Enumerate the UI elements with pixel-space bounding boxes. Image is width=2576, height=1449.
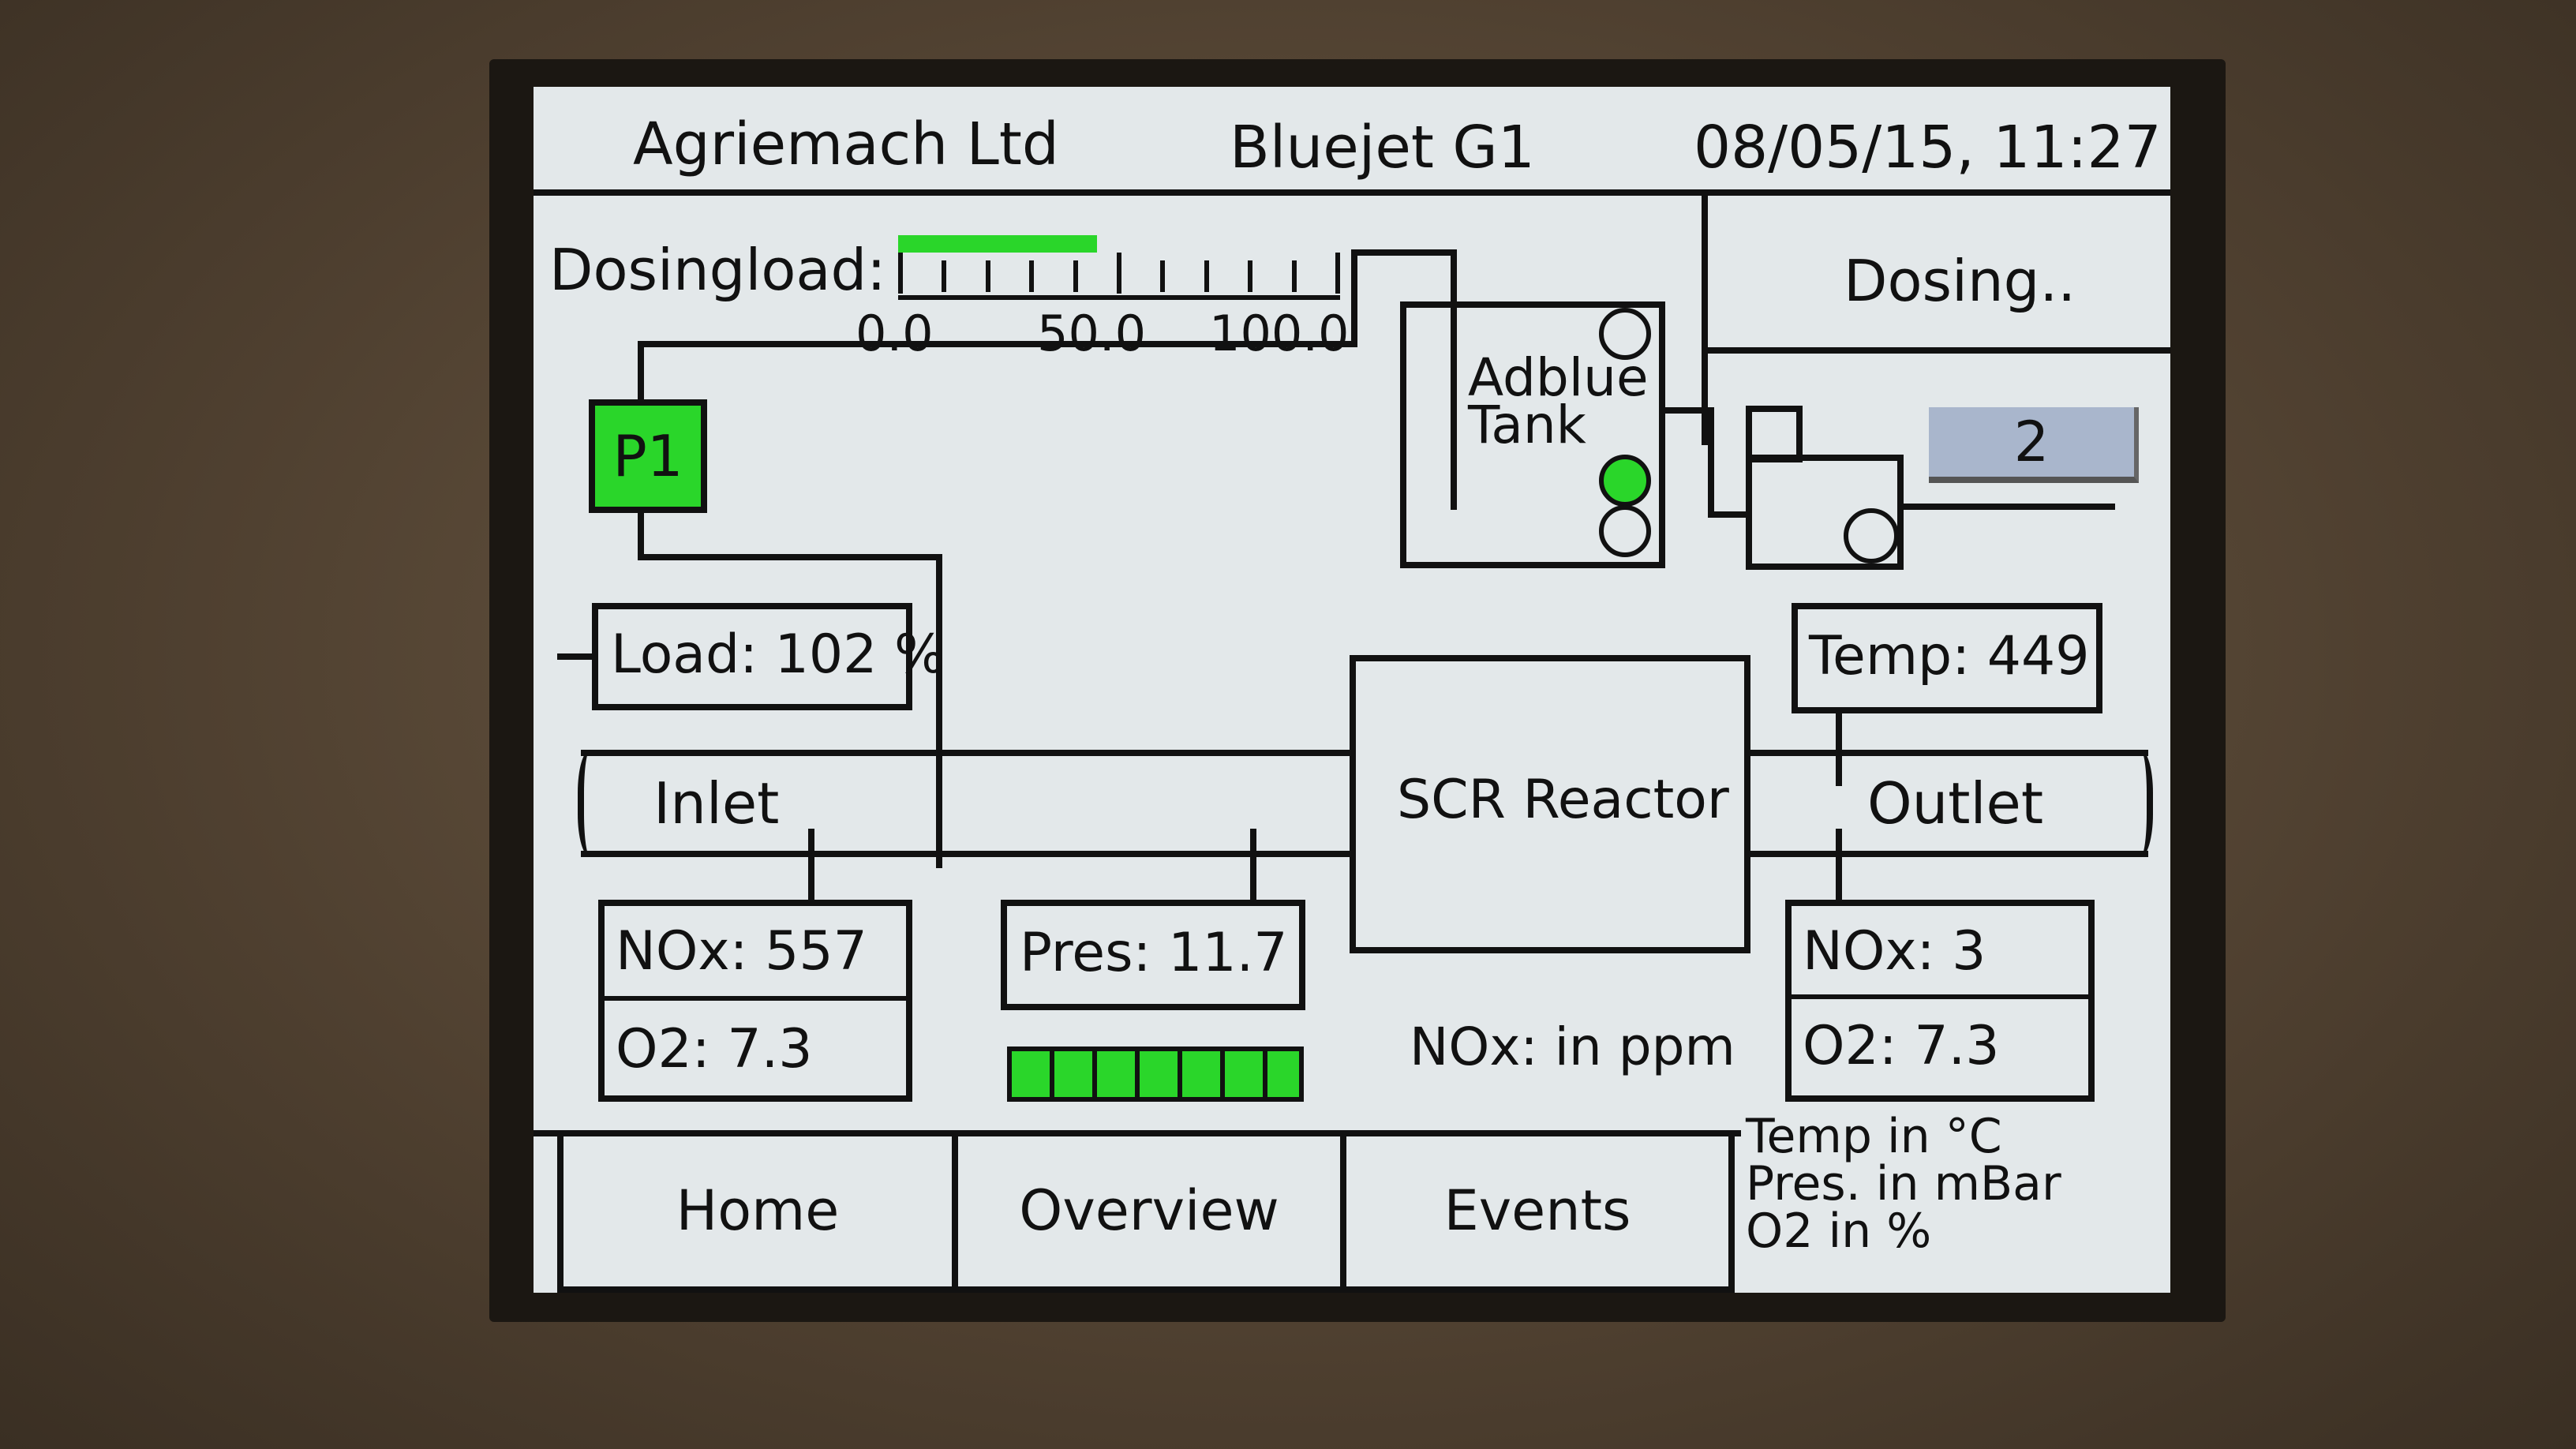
- adblue-tank: [1400, 301, 1665, 568]
- inlet-pipe-end: [578, 750, 609, 857]
- pressure-bar: [1007, 1046, 1304, 1102]
- dosing-load-label: Dosingload:: [549, 237, 886, 303]
- pressure-sensor-line: [1250, 829, 1256, 906]
- p1-pipe-up: [638, 341, 644, 404]
- nox-unit-note: NOx: in ppm: [1410, 1017, 1735, 1077]
- temp-probe: [1836, 710, 1842, 786]
- temp-readout: [1792, 603, 2102, 713]
- tank-label-2: Tank: [1468, 395, 1586, 455]
- status-panel-bottom: [1702, 347, 2170, 354]
- dosing-load-ticks: [898, 253, 1340, 294]
- load-value: Load: 102 %: [611, 623, 945, 686]
- supply-pipe-rise: [1351, 251, 1357, 347]
- dosing-scale-min: 0.0: [856, 305, 934, 362]
- tank-outlet-drop: [1708, 407, 1714, 518]
- valve-feed: [1708, 511, 1752, 518]
- header-divider: [534, 189, 2170, 196]
- pressure-bar-segment: [1140, 1051, 1182, 1097]
- load-readout: [592, 603, 912, 710]
- dosing-tick: [1204, 260, 1209, 292]
- tank-label-1: Adblue: [1468, 347, 1649, 408]
- outlet-sensor-line: [1836, 829, 1842, 904]
- dosing-tick: [1117, 253, 1121, 294]
- temp-unit-note: Temp in °C: [1746, 1109, 2002, 1164]
- reactor-label: SCR Reactor: [1397, 769, 1729, 831]
- dosing-valve: [1746, 455, 1904, 570]
- pressure-value: Pres: 11.7: [1020, 922, 1288, 984]
- company-name: Agriemach Ltd: [633, 110, 1059, 178]
- inlet-label: Inlet: [653, 770, 780, 837]
- dosing-load-axis: [898, 295, 1340, 300]
- tank-level-low-indicator: [1599, 505, 1651, 557]
- outlet-label: Outlet: [1867, 770, 2044, 837]
- supply-pipe-top: [638, 341, 1357, 347]
- tank-level-mid-indicator: [1599, 455, 1651, 507]
- events-button[interactable]: Events: [1340, 1135, 1735, 1293]
- pressure-bar-segment: [1097, 1051, 1140, 1097]
- home-button[interactable]: Home: [557, 1135, 958, 1293]
- supply-pipe-over: [1351, 249, 1457, 256]
- dosing-tick: [1029, 260, 1034, 292]
- counter-display[interactable]: 2: [1929, 407, 2139, 483]
- inlet-o2: O2: 7.3: [616, 1018, 813, 1080]
- dosing-tick: [1335, 253, 1340, 294]
- dosing-status: Dosing..: [1844, 248, 2076, 314]
- pump-p1-label: P1: [612, 423, 683, 489]
- overview-button[interactable]: Overview: [952, 1135, 1346, 1293]
- dosing-valve-top: [1746, 406, 1803, 462]
- model-name: Bluejet G1: [1230, 114, 1535, 182]
- outlet-nox: NOx: 3: [1803, 920, 1986, 983]
- dosing-tick: [1292, 260, 1297, 292]
- inlet-readings-divider: [598, 996, 912, 1001]
- outlet-readings-divider: [1785, 994, 2095, 999]
- outlet-readings-panel: [1785, 900, 2095, 1102]
- p1-pipe-drop: [936, 554, 942, 868]
- pressure-bar-segment: [1267, 1051, 1299, 1097]
- pump-p1[interactable]: P1: [589, 399, 707, 513]
- date-time: 08/05/15, 11:27: [1694, 114, 2162, 182]
- dosing-tick: [1073, 260, 1078, 292]
- pressure-bar-segment: [1225, 1051, 1267, 1097]
- dosing-scale-mid: 50.0: [1037, 305, 1147, 362]
- inlet-nox: NOx: 557: [616, 920, 867, 983]
- dosing-tick: [1160, 260, 1165, 292]
- hmi-screen: Agriemach Ltd Bluejet G1 08/05/15, 11:27…: [534, 87, 2170, 1293]
- outlet-o2: O2: 7.3: [1803, 1015, 2000, 1077]
- valve-out-pipe: [1899, 504, 2115, 510]
- pressure-bar-segment: [1012, 1051, 1054, 1097]
- dosing-load-fill: [898, 235, 1097, 253]
- dosing-tick: [986, 260, 990, 292]
- status-panel-left: [1702, 193, 1708, 445]
- pressure-bar-segment: [1054, 1051, 1097, 1097]
- load-connector: [557, 653, 595, 660]
- dosing-tick: [1248, 260, 1252, 292]
- valve-indicator: [1844, 508, 1899, 564]
- dosing-tick: [898, 253, 903, 294]
- temp-value: Temp: 449: [1809, 625, 2090, 687]
- p1-pipe-right: [638, 554, 942, 560]
- p1-pipe-down: [638, 513, 644, 560]
- dosing-load-gauge: [898, 235, 1340, 300]
- o2-unit-note: O2 in %: [1746, 1204, 1932, 1259]
- pressure-bar-segment: [1182, 1051, 1225, 1097]
- tank-level-high-indicator: [1599, 308, 1651, 360]
- dosing-scale-max: 100.0: [1209, 305, 1350, 362]
- pres-unit-note: Pres. in mBar: [1746, 1156, 2061, 1211]
- outlet-pipe-end: [2121, 750, 2153, 857]
- dosing-tick: [942, 260, 946, 292]
- scr-reactor: [1350, 655, 1750, 953]
- inlet-readings-panel: [598, 900, 912, 1102]
- counter-value: 2: [2013, 410, 2050, 474]
- nav-divider: [534, 1130, 1741, 1136]
- inlet-sensor-line: [808, 829, 814, 906]
- supply-pipe-down: [1451, 249, 1457, 510]
- pressure-readout: [1001, 900, 1305, 1010]
- tank-outlet-pipe: [1659, 407, 1714, 414]
